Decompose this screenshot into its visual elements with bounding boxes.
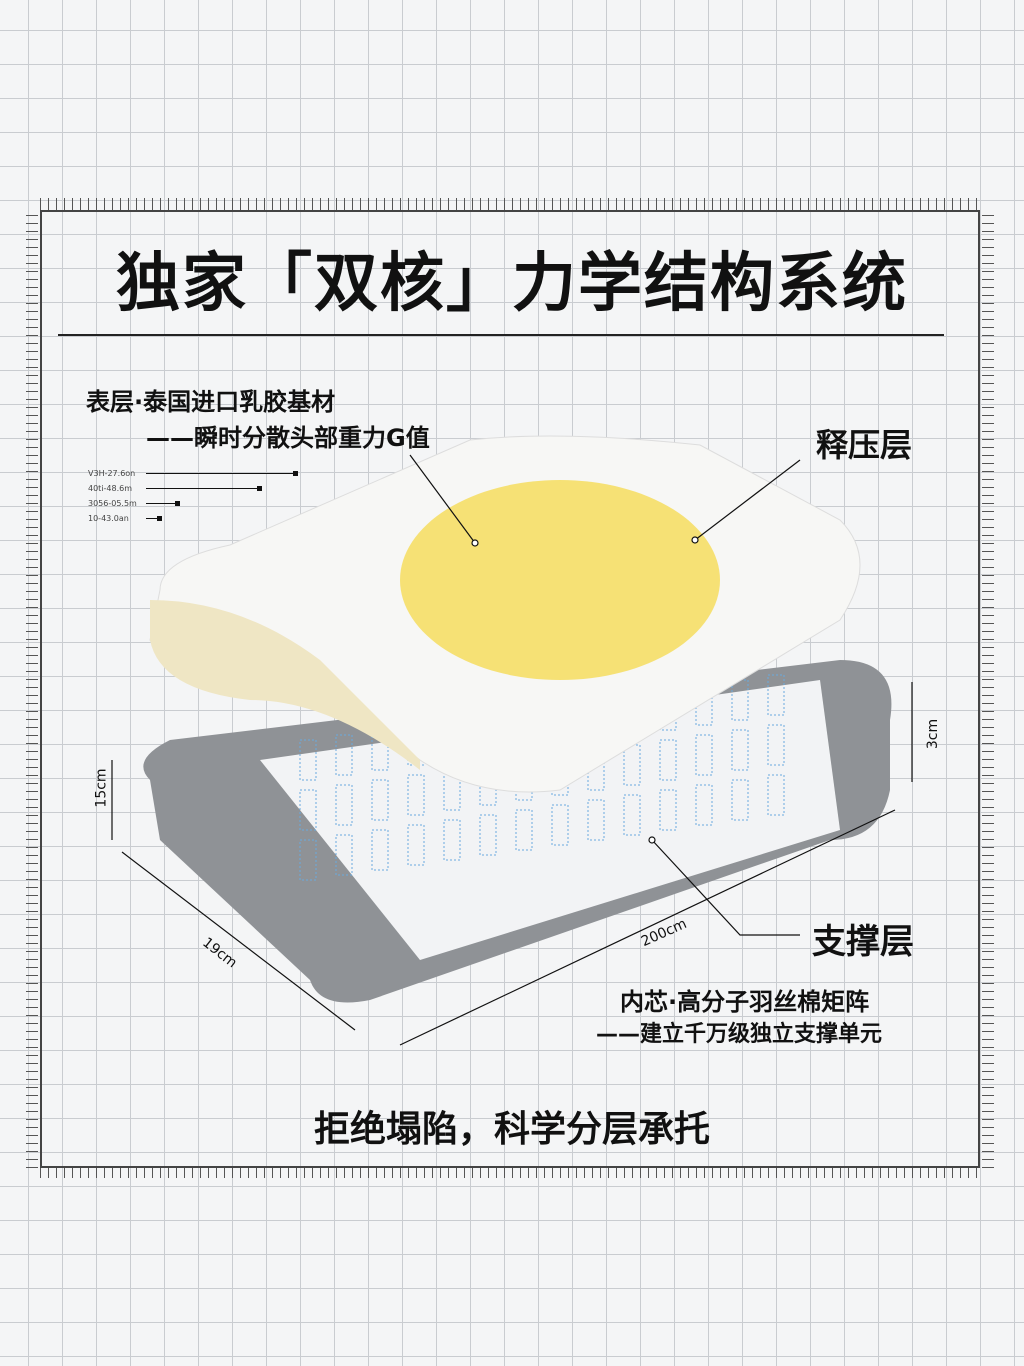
spring-coil — [623, 794, 641, 836]
bottom-layer-name: 支撑层 — [812, 922, 914, 962]
top-layer-desc-2: ——瞬时分散头部重力G值 — [146, 424, 430, 452]
spring-coil — [299, 739, 317, 781]
ruler-top — [40, 198, 980, 210]
spring-coil — [407, 824, 425, 866]
spring-coil — [767, 674, 785, 716]
spring-coil — [407, 774, 425, 816]
spec-item: 10-43.0an — [88, 511, 296, 526]
spring-coil — [515, 809, 533, 851]
bottom-layer-desc-1: 内芯·高分子羽丝棉矩阵 — [620, 988, 870, 1016]
spring-coil — [371, 779, 389, 821]
gel-honeycomb — [400, 480, 720, 680]
spring-coil — [731, 729, 749, 771]
spring-coil — [335, 834, 353, 876]
top-layer-desc-1: 表层·泰国进口乳胶基材 — [86, 388, 336, 416]
spec-item: V3H-27.6on — [88, 466, 298, 481]
spring-coil — [371, 829, 389, 871]
dim-height: 15cm — [93, 768, 110, 808]
slogan: 拒绝塌陷，科学分层承托 — [313, 1109, 710, 1150]
spec-list: V3H-27.6on 40ti-48.6m 3056-05.5m 10-43.0… — [88, 466, 298, 526]
spring-coil — [767, 724, 785, 766]
frame — [40, 210, 980, 1168]
bottom-layer-desc-2: ——建立千万级独立支撑单元 — [596, 1022, 883, 1047]
spring-coil — [731, 779, 749, 821]
divider — [58, 334, 944, 336]
ruler-left — [26, 210, 38, 1168]
spring-coil — [695, 734, 713, 776]
dim-layer: 3cm — [925, 718, 942, 750]
spring-coil — [299, 789, 317, 831]
page-title: 独家「双核」力学结构系统 — [116, 247, 908, 321]
spec-item: 40ti-48.6m — [88, 481, 296, 496]
spring-coil — [299, 839, 317, 881]
ruler-right — [982, 210, 994, 1168]
spec-item: 3056-05.5m — [88, 496, 296, 511]
spring-coil — [659, 739, 677, 781]
spring-coil — [335, 734, 353, 776]
spring-coil — [767, 774, 785, 816]
spring-coil — [335, 784, 353, 826]
ruler-bottom — [40, 1168, 980, 1178]
top-layer-name: 释压层 — [816, 426, 913, 464]
spring-coil — [443, 819, 461, 861]
spring-coil — [551, 804, 569, 846]
spring-coil — [587, 799, 605, 841]
spring-coil — [695, 784, 713, 826]
spring-coil — [659, 789, 677, 831]
spring-coil — [479, 814, 497, 856]
top-pillow — [149, 435, 861, 793]
